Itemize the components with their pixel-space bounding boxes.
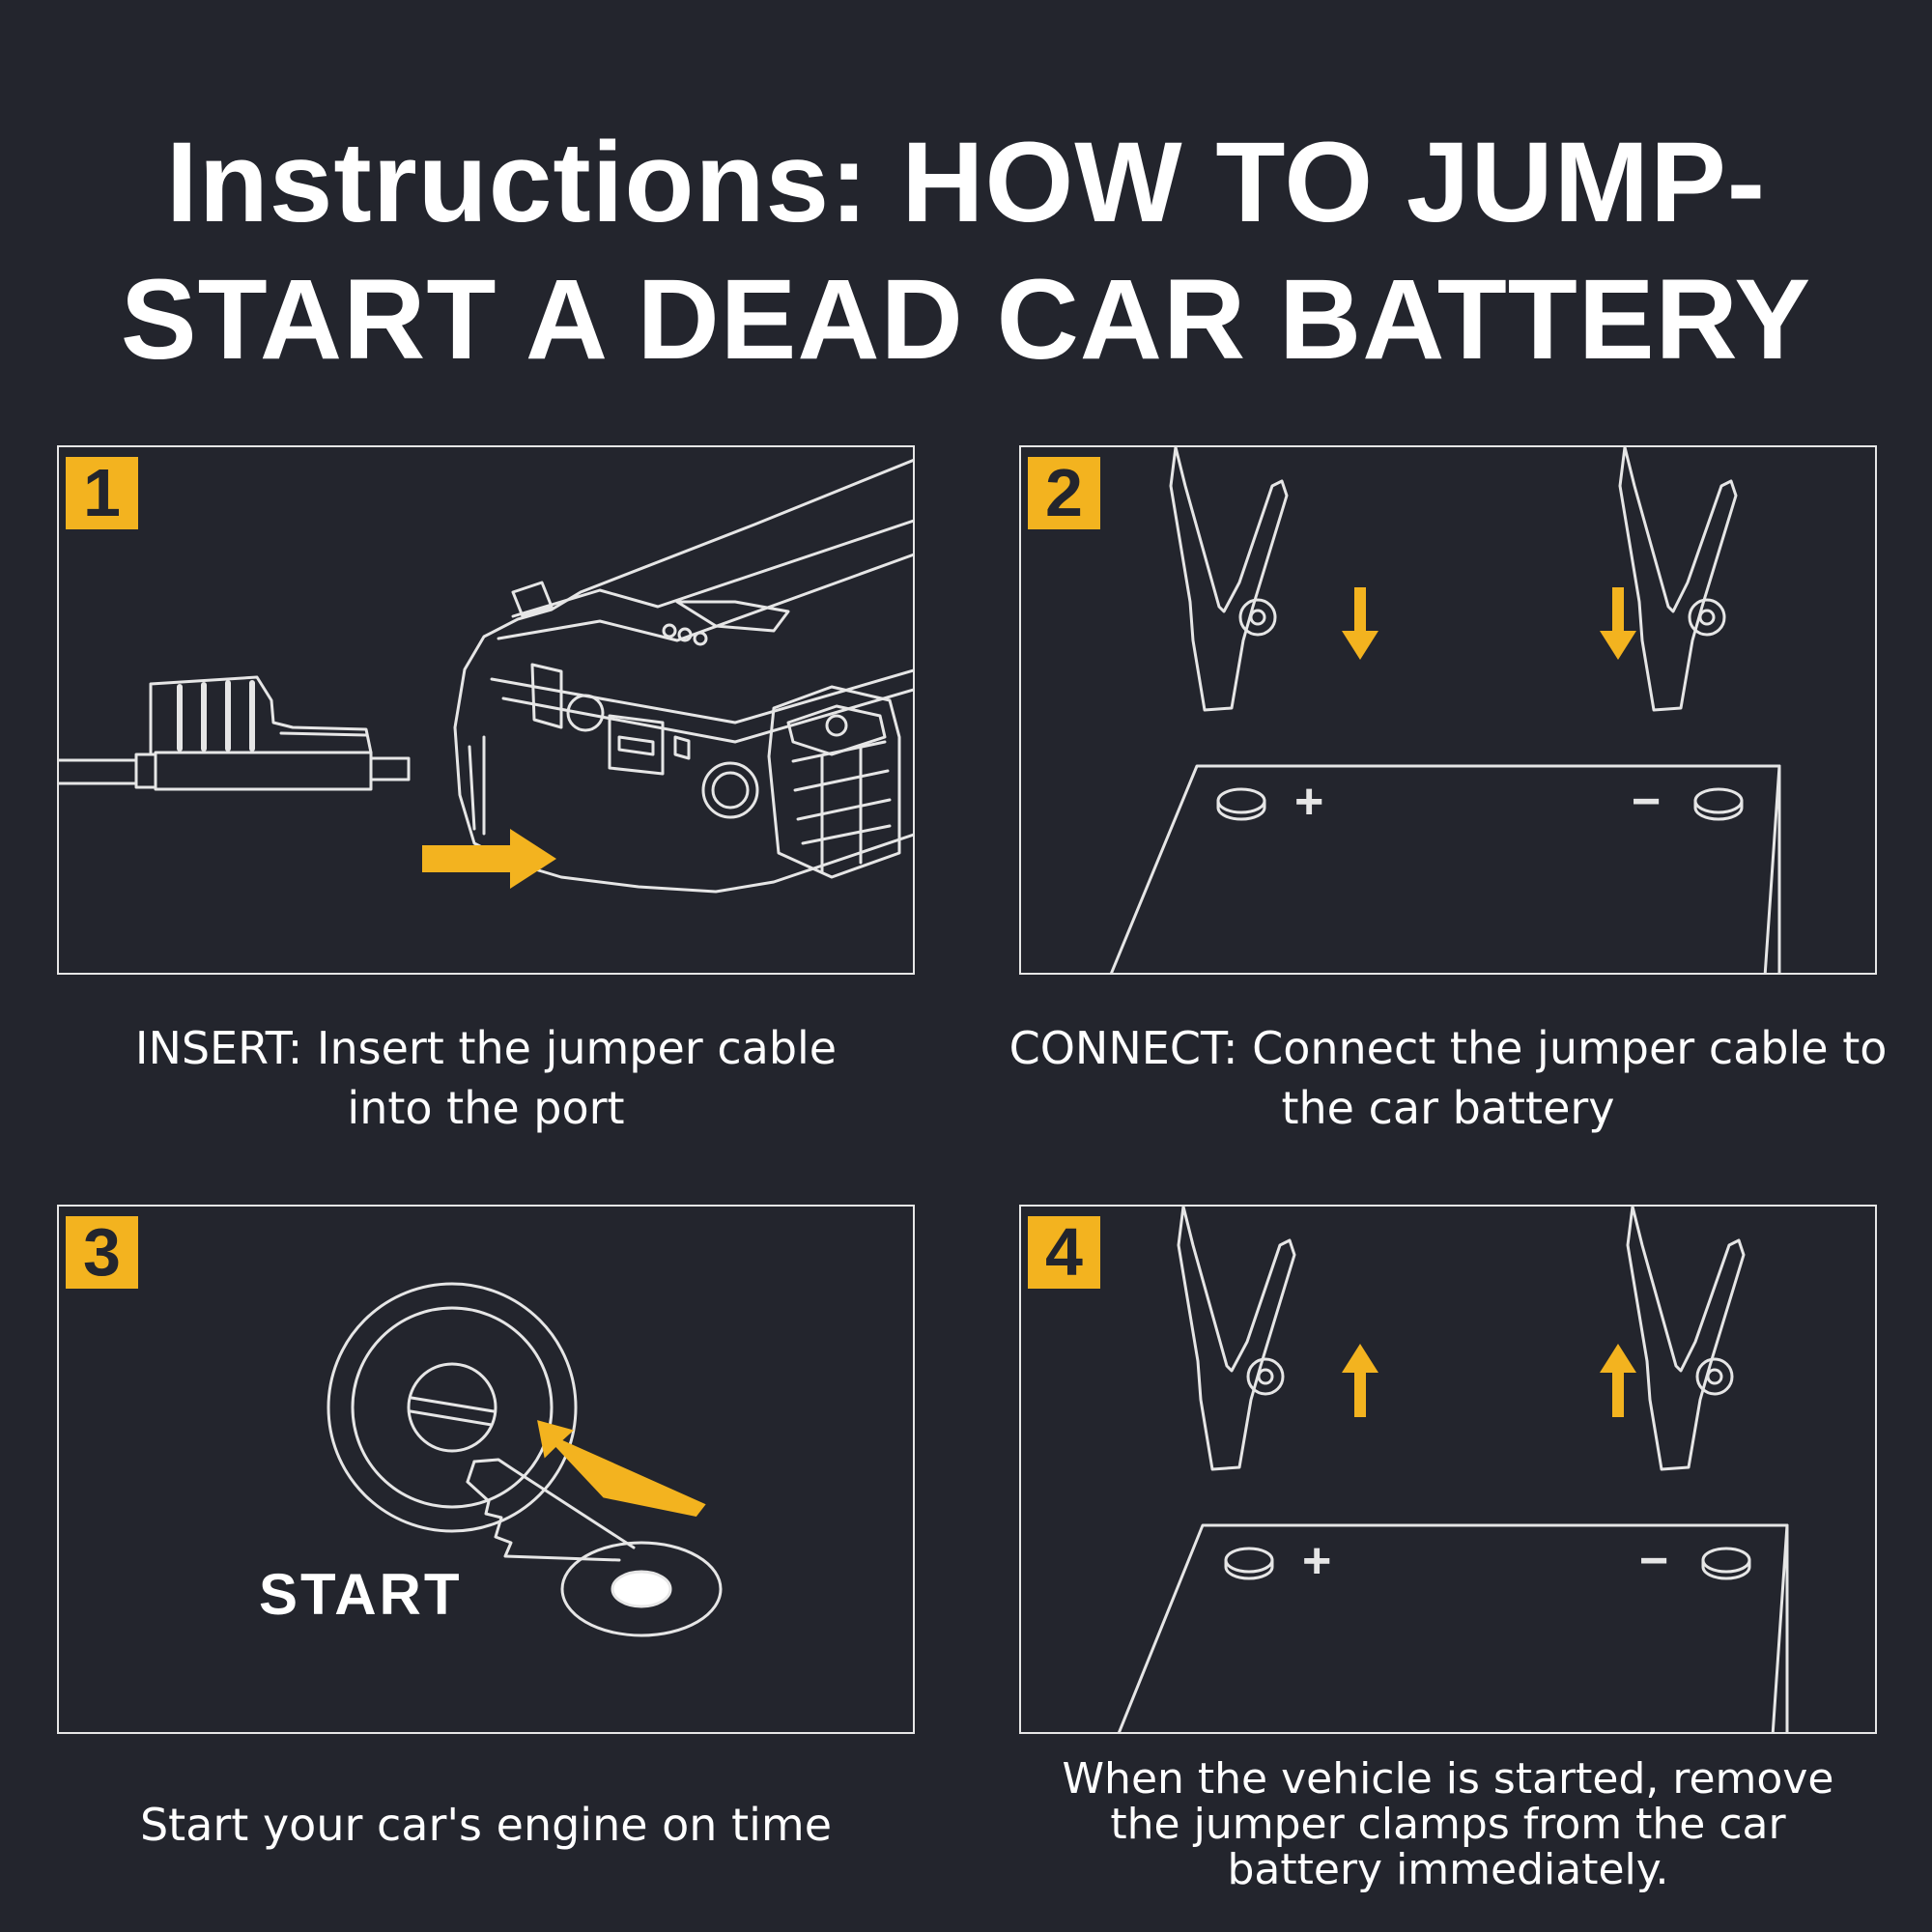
battery-positive-label: + bbox=[1302, 1533, 1331, 1589]
battery-icon bbox=[1117, 1523, 1789, 1732]
step-4-caption-line-1: When the vehicle is started, remove bbox=[1062, 1754, 1834, 1804]
step-4-caption-line-3: battery immediately. bbox=[1227, 1845, 1669, 1894]
step-1-number-badge: 1 bbox=[66, 457, 138, 529]
jump-starter-device-icon bbox=[453, 459, 913, 894]
step-2-panel: + − 2 bbox=[1019, 445, 1877, 975]
step-3-panel: START 3 bbox=[57, 1205, 915, 1734]
jumper-cable-connector-icon bbox=[59, 675, 411, 791]
ignition-start-label: START bbox=[259, 1562, 463, 1627]
step-4-caption-line-2: the jumper clamps from the car bbox=[1110, 1800, 1786, 1849]
battery-icon bbox=[1110, 764, 1781, 973]
arrow-down-icon bbox=[1342, 587, 1636, 660]
page-title: Instructions: HOW TO JUMP- START A DEAD … bbox=[0, 114, 1932, 388]
step-4-caption: When the vehicle is started, remove the … bbox=[1019, 1756, 1877, 1892]
step-3-caption-line-1: Start your car's engine on time bbox=[139, 1799, 833, 1851]
arrow-up-icon bbox=[1342, 1344, 1636, 1417]
step-2-caption-line-2: the car battery bbox=[1281, 1082, 1615, 1134]
page-title-line-2: START A DEAD CAR BATTERY bbox=[120, 256, 1812, 384]
clamp-icon bbox=[1626, 1207, 1746, 1471]
step-4-number-badge: 4 bbox=[1028, 1216, 1100, 1289]
clamp-icon bbox=[1618, 447, 1738, 712]
arrow-right-icon bbox=[422, 829, 556, 889]
clamp-icon bbox=[1177, 1207, 1296, 1471]
page-title-line-1: Instructions: HOW TO JUMP- bbox=[165, 119, 1767, 246]
step-4-panel: + − 4 bbox=[1019, 1205, 1877, 1734]
car-key-icon bbox=[466, 1458, 723, 1637]
ignition-switch-icon bbox=[327, 1282, 578, 1533]
step-1-panel: 1 bbox=[57, 445, 915, 975]
step-2-number-badge: 2 bbox=[1028, 457, 1100, 529]
step-1-caption-line-2: into the port bbox=[347, 1082, 625, 1134]
clamp-icon bbox=[1169, 447, 1289, 712]
battery-negative-label: − bbox=[1639, 1533, 1668, 1589]
step-3-number-badge: 3 bbox=[66, 1216, 138, 1289]
step-2-caption: CONNECT: Connect the jumper cable to the… bbox=[1000, 1018, 1896, 1138]
step-2-caption-line-1: CONNECT: Connect the jumper cable to bbox=[1009, 1022, 1888, 1074]
step-1-caption-line-1: INSERT: Insert the jumper cable bbox=[134, 1022, 838, 1074]
battery-negative-label: − bbox=[1632, 774, 1661, 830]
arrow-up-left-icon bbox=[537, 1420, 706, 1517]
battery-positive-label: + bbox=[1294, 774, 1323, 830]
step-3-caption: Start your car's engine on time bbox=[57, 1795, 915, 1855]
step-1-caption: INSERT: Insert the jumper cable into the… bbox=[57, 1018, 915, 1138]
